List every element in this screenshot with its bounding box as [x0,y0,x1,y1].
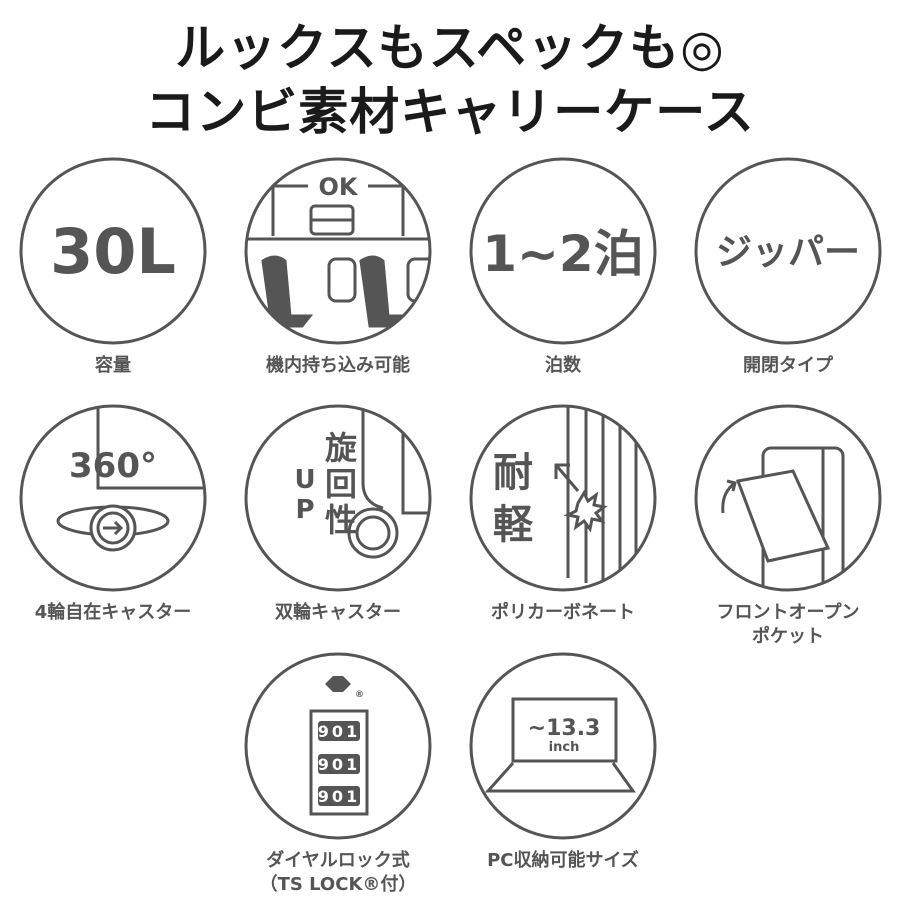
capacity-value: 30L [50,215,176,288]
ts-lock-icon: ® 901 901 901 [244,652,432,840]
dial-wheels: 901 901 901 [318,721,360,806]
laptop-icon: ~13.3 inch [469,652,657,840]
feature-label: ポリカーボネート [491,602,635,623]
nights-value: 1~2泊 [482,225,643,283]
feature-label: 容量 [95,355,131,376]
dial-digits: 901 [318,787,360,806]
front-pocket-icon [694,404,882,592]
feature-label-line-1: フロントオープン [716,602,860,623]
rotation-text: 360° [69,446,157,486]
polycarbonate-icon [469,404,657,592]
caster-360-icon: 360° [19,404,207,592]
feature-closure: ジッパー 開閉タイプ [675,156,900,378]
feature-double-casters: 旋回性 UP 双輪キャスター [225,403,451,625]
zipper-icon: ジッパー [694,157,882,345]
feature-label: 機内持ち込み可能 [266,355,410,376]
durable-light-text: 耐軽 [486,451,532,555]
feature-label: 双輪キャスター [275,602,401,623]
airplane-cabin-icon: OK [244,157,432,345]
feature-nights: 1~2泊 泊数 [450,156,676,378]
feature-front-pocket: フロントオープン ポケット [675,403,900,649]
feature-capacity: 30L 容量 [0,156,226,378]
feature-label: 泊数 [545,355,581,376]
screen-unit: inch [549,740,580,755]
title-line-1: ルックスもスペックも◎ [175,19,725,77]
feature-label: 開閉タイプ [743,355,833,376]
feature-dial-lock: ® 901 901 901 ダイヤルロック式 （TS LOCK®付） [225,651,451,897]
feature-label-line-1: ダイヤルロック式 [266,850,410,871]
registered-mark: ® [355,690,364,700]
capacity-icon: 30L [19,157,207,345]
nights-icon: 1~2泊 [469,157,657,345]
dial-digits: 901 [318,755,360,774]
rotation-text: 旋回性 [320,431,358,539]
feature-360-casters: 360° 4輪自在キャスター [0,403,226,625]
double-caster-icon [244,404,432,592]
up-text: UP [290,465,320,525]
ts-logo-icon [325,676,351,692]
dial-digits: 901 [318,722,360,741]
screen-size: ~13.3 [528,716,601,741]
feature-carry-on: OK 機内持ち込み可能 [225,156,451,378]
title-line-2: コンビ素材キャリーケース [145,83,755,141]
feature-pc-size: ~13.3 inch PC収納可能サイズ [450,651,676,873]
feature-label: PC収納可能サイズ [487,850,639,871]
feature-polycarbonate: 耐軽 ポリカーボネート [450,403,676,625]
feature-label-line-2: （TS LOCK®付） [259,874,417,895]
feature-label-line-2: ポケット [752,626,824,647]
feature-label: 4輪自在キャスター [34,602,192,623]
closure-value: ジッパー [716,232,860,273]
ok-text: OK [319,173,359,201]
